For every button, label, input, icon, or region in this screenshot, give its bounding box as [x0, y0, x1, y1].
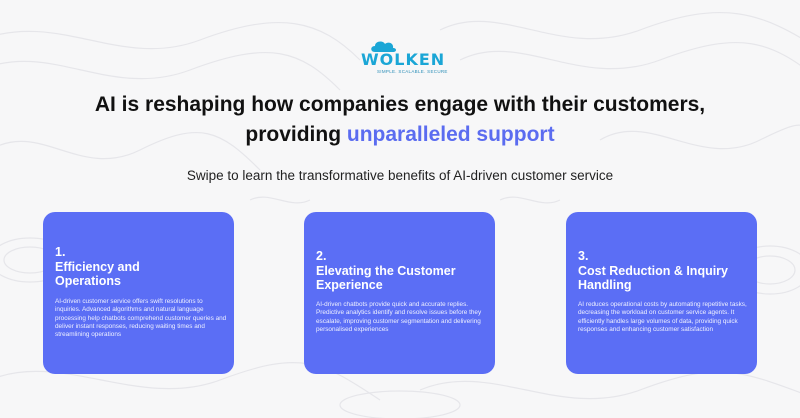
logo-tagline: SIMPLE. SCALABLE. SECURE: [377, 69, 448, 74]
card-title: Cost Reduction & Inquiry Handling: [578, 264, 728, 292]
card-number: 3.: [578, 249, 589, 263]
headline: AI is reshaping how companies engage wit…: [40, 90, 760, 150]
wolken-logo: WOLKEN SIMPLE. SCALABLE. SECURE: [355, 40, 447, 78]
card-number: 2.: [316, 249, 327, 263]
logo-wordmark: WOLKEN: [361, 50, 446, 69]
subline: Swipe to learn the transformative benefi…: [186, 168, 614, 183]
cloud-icon: [371, 41, 396, 52]
card-title: Elevating the Customer Experience: [316, 264, 456, 292]
card-description: AI reduces operational costs by automati…: [578, 301, 747, 333]
benefit-card-2: 2. Elevating the Customer Experience AI-…: [304, 212, 495, 374]
headline-accent: unparalleled support: [346, 123, 555, 146]
card-number: 1.: [55, 245, 66, 259]
card-description: AI-driven customer service offers swift …: [55, 298, 227, 339]
benefit-card-3: 3. Cost Reduction & Inquiry Handling AI …: [566, 212, 757, 374]
card-description: AI-driven chatbots provide quick and acc…: [316, 301, 482, 333]
card-title: Efficiency and Operations: [55, 260, 140, 288]
headline-line-1: AI is reshaping how companies engage wit…: [94, 93, 706, 116]
headline-line-2-prefix: providing: [245, 123, 347, 146]
headline-line-2: providing unparalleled support: [40, 120, 760, 150]
benefit-card-1: 1. Efficiency and Operations AI-driven c…: [43, 212, 234, 374]
